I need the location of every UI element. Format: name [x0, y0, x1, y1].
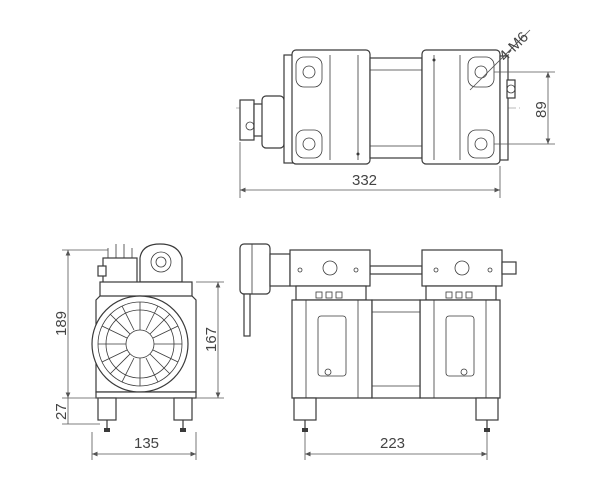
end-view-foot-left	[97, 397, 117, 421]
thread-callout-label: 4-M6	[496, 29, 532, 65]
side-view-left-bolt	[353, 267, 359, 273]
top-view-hole-1	[302, 65, 316, 79]
thread-leader-line	[469, 29, 531, 91]
end-view-port	[150, 251, 172, 273]
side-view-bolt-head	[302, 428, 308, 432]
side-view-left-head	[289, 249, 371, 287]
top-view-fitting-hole	[506, 84, 516, 94]
side-view-valve	[335, 291, 343, 299]
end-view-dimensions: 189 27 167 135	[53, 249, 224, 460]
side-view-valve	[315, 291, 323, 299]
side-view-right-fitting	[501, 261, 517, 275]
side-view-connector-rod	[369, 265, 423, 275]
side-view-valve	[455, 291, 463, 299]
side-view-valve	[465, 291, 473, 299]
base-length-label: 223	[380, 435, 405, 452]
top-view-bolt	[245, 121, 255, 131]
top-view-middle-body	[369, 57, 423, 159]
side-view-bolt-head	[484, 428, 490, 432]
side-view-right-bolt	[487, 267, 493, 273]
end-view-bolt-head	[180, 428, 186, 432]
overall-length-label: 332	[352, 172, 377, 189]
top-view-left-mount-bottom	[295, 129, 323, 159]
top-view-dot	[356, 152, 360, 156]
side-view-valve	[445, 291, 453, 299]
side-view-foot-left	[293, 397, 317, 421]
end-view-foot-right	[173, 397, 193, 421]
end-view-left-head	[102, 257, 138, 285]
top-view-end-cap	[239, 99, 255, 141]
side-view-dimensions: 223	[304, 432, 488, 460]
end-view	[91, 243, 197, 432]
side-view-screw	[324, 368, 332, 376]
side-view-motor-cap	[239, 243, 271, 295]
top-view	[236, 49, 520, 165]
side-view-right-port	[454, 260, 470, 276]
side-view-left-crankcase	[291, 299, 373, 399]
side-view-right-panel	[445, 315, 475, 377]
side-view-screw	[460, 368, 468, 376]
side-view-foot-right	[475, 397, 499, 421]
side-view-right-crankcase	[419, 299, 501, 399]
top-view-fitting	[506, 79, 516, 99]
side-view	[239, 243, 517, 432]
total-height-label: 189	[53, 311, 70, 336]
end-view-bolt-head	[104, 428, 110, 432]
side-view-left-panel	[317, 315, 347, 377]
end-view-side-nub	[97, 265, 107, 277]
end-view-base	[95, 391, 197, 399]
side-view-motor-body	[371, 299, 421, 399]
end-view-right-head	[139, 243, 183, 283]
end-view-fan-slots	[98, 302, 182, 386]
side-view-left-bolt	[297, 267, 303, 273]
top-view-dot	[432, 58, 436, 62]
top-view-terminal-box	[261, 95, 285, 149]
top-view-hole-4	[474, 137, 488, 151]
top-view-hole-2	[302, 137, 316, 151]
top-view-hole-3	[474, 65, 488, 79]
body-height-label: 167	[203, 327, 220, 352]
side-view-left-port	[322, 260, 338, 276]
side-view-right-bolt	[433, 267, 439, 273]
mount-spacing-label: 89	[533, 101, 550, 118]
top-view-left-mount-top	[295, 56, 323, 88]
foot-height-label: 27	[53, 403, 70, 420]
end-view-port-inner	[155, 256, 167, 268]
side-view-valve	[325, 291, 333, 299]
side-view-shaft-housing	[269, 253, 291, 287]
side-view-cable	[243, 293, 251, 337]
base-width-label: 135	[134, 435, 159, 452]
